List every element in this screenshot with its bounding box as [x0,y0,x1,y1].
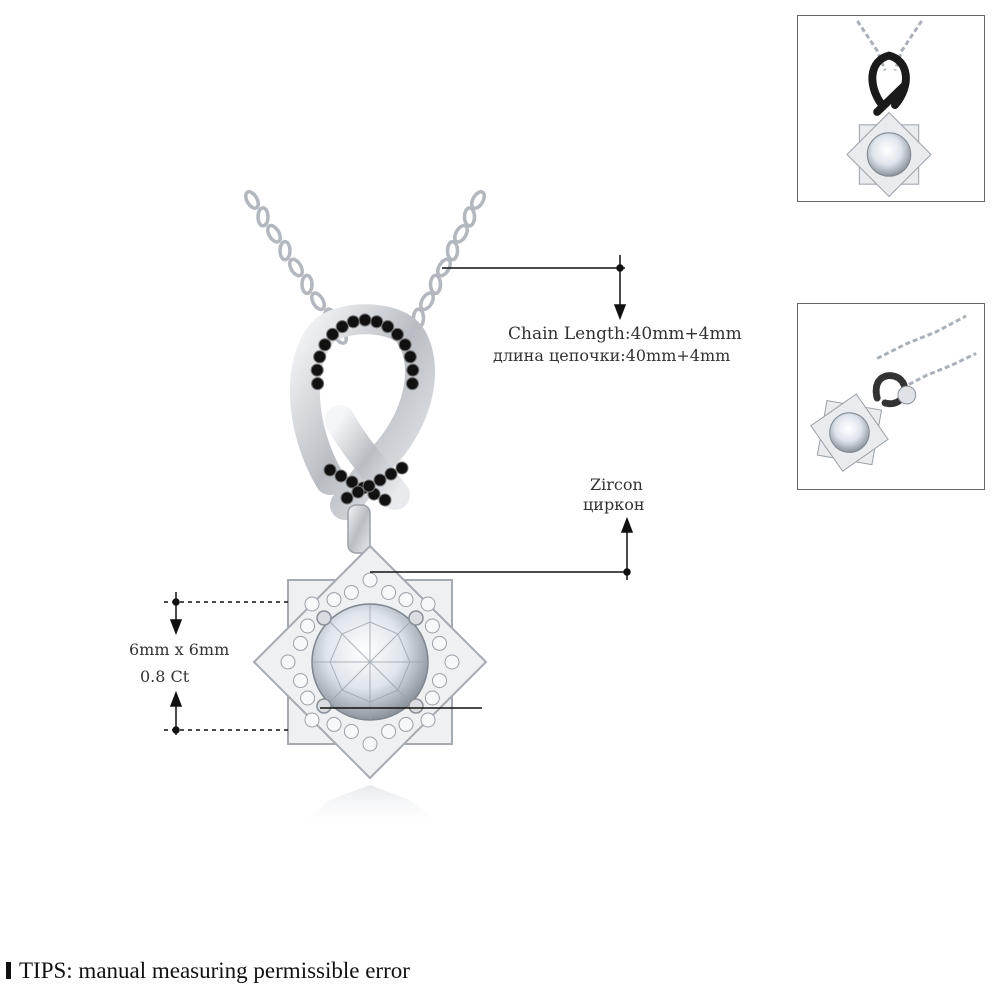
chain-length-label-en: Chain Length:40mm+4mm [508,324,742,344]
bail [347,504,371,554]
black-stone [311,377,325,391]
black-stone [334,469,348,483]
thumbnail-front-image [846,20,932,198]
chain-link [310,291,326,312]
halo-stone [326,716,342,732]
black-stone [351,485,365,499]
carat-label: 0.8 Ct [140,667,190,686]
black-stone [390,327,404,341]
thumbnail-angled-image [810,314,977,472]
chain-link [256,206,270,228]
flower-pendant [252,544,488,780]
black-stone [313,350,327,364]
chain-link [436,257,452,278]
halo-stone [293,635,308,651]
black-stone [395,461,409,475]
prongs [316,610,424,714]
black-stone [345,475,359,489]
chain-link [453,223,469,244]
black-stone [378,493,392,507]
chain-link [462,206,477,228]
chain-link [300,273,314,296]
halo-stone [362,572,378,588]
chain-link [445,239,460,262]
black-stone [406,363,420,377]
halo-stone [300,690,316,706]
center-zircon-facets [312,604,428,720]
halo-stone [304,596,320,612]
chain-link [419,291,435,312]
black-stone [362,479,376,493]
black-stone [381,320,395,334]
halo-stone [432,673,447,689]
black-stone [373,473,387,487]
halo-stone [381,585,397,600]
halo-stone [304,712,320,728]
chain-link [278,239,292,262]
halo-stone [300,618,316,634]
black-stone [398,338,412,352]
ribbon-stones [310,313,420,507]
size-label: 6mm x 6mm [129,640,230,659]
black-stone [323,463,337,477]
black-stone [318,338,332,352]
chain-link [266,223,282,244]
thumbnail-angled-view[interactable] [797,303,985,490]
halo-stone [343,585,359,600]
chain-link [428,273,443,296]
halo-stone [424,618,440,634]
black-stone [346,315,360,329]
tips-text: TIPS: manual measuring permissible error [19,958,410,983]
tips-footer: TIPS: manual measuring permissible error [6,958,410,984]
chain-link [470,190,486,210]
halo-stone [420,596,436,612]
tips-bullet [6,962,11,979]
size-dimension-marker [164,592,482,735]
halo-stone [381,724,397,739]
black-stone [405,377,419,391]
halo-stone [420,712,436,728]
zircon-pointer [370,516,634,580]
halo-stone [432,635,447,651]
black-stone [358,313,372,327]
black-stone [340,491,354,505]
halo-stone [444,654,460,670]
halo-stone [424,690,440,706]
zircon-label-en: Zircon [590,475,643,494]
black-stone [403,350,417,364]
black-stone [310,363,324,377]
pendant-reflection [292,785,448,830]
halo-stone [398,592,414,608]
black-stone [384,467,398,481]
black-stone [335,320,349,334]
halo-stone [362,736,378,752]
zircon-label-ru: циркон [583,495,645,514]
thumbnail-front-view[interactable] [797,15,985,202]
halo-stone [343,724,359,739]
halo-stone [293,673,308,689]
chain-link [288,257,304,278]
chain-link [244,190,260,210]
halo-stone [326,592,342,608]
chain-length-pointer [442,255,627,321]
halo-stones [280,572,460,752]
black-stone [326,327,340,341]
halo-stone [398,716,414,732]
chain-length-label-ru: длина цепочки:40mm+4mm [493,346,731,365]
halo-stone [280,654,296,670]
black-stone [370,315,384,329]
ribbon-pendant [289,304,435,520]
